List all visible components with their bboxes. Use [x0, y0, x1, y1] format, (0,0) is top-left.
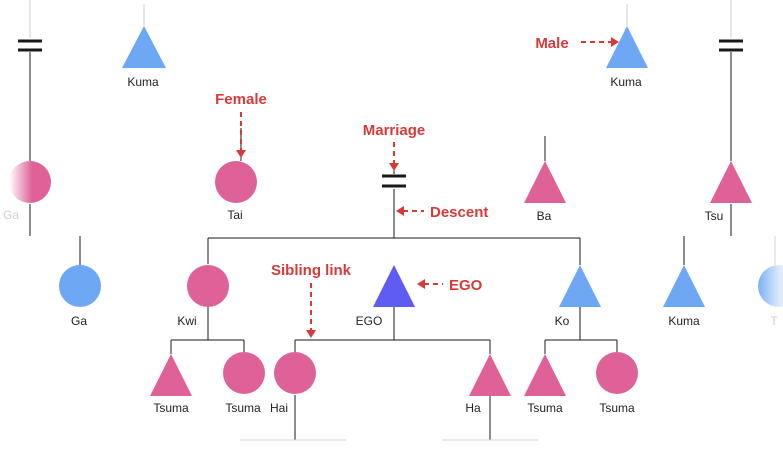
female-triangle-icon: [524, 161, 566, 203]
female-circle-icon: [596, 352, 638, 394]
female-triangle-icon: [524, 354, 566, 396]
person-kuma-top-left[interactable]: Kuma: [122, 26, 166, 89]
person-ego[interactable]: EGO: [356, 265, 415, 328]
arrow-down-icon: [389, 163, 399, 171]
annotation-label: Descent: [430, 204, 488, 221]
male-circle-icon: [758, 265, 783, 307]
arrow-right-icon: [611, 37, 619, 47]
arrow-down-icon: [306, 330, 316, 338]
female-triangle-icon: [150, 354, 192, 396]
person-kwi[interactable]: Kwi: [177, 265, 229, 328]
person-ba[interactable]: Ba: [524, 161, 566, 223]
annotation-label: Male: [535, 35, 568, 52]
kin-lines: [0, 0, 783, 441]
male-triangle-icon: [122, 26, 166, 68]
person-kuma-top-right[interactable]: Kuma: [606, 26, 648, 89]
male-circle-icon: [59, 265, 101, 307]
person-label: Ba: [537, 209, 552, 223]
annotation-descent: Descent: [396, 204, 488, 221]
person-label: EGO: [356, 314, 383, 328]
person-label: Kuma: [610, 75, 642, 89]
person-hai[interactable]: Hai: [270, 352, 316, 415]
annotation-label: EGO: [449, 277, 483, 294]
person-ha[interactable]: Ha: [465, 354, 511, 415]
female-circle-icon: [274, 352, 316, 394]
marriage-symbol-top-right: [719, 39, 743, 52]
person-tsuma-ko-2[interactable]: Tsuma: [596, 352, 638, 415]
annotation-sibling-link: Sibling link: [271, 262, 352, 338]
male-triangle-icon: [559, 265, 601, 307]
annotation-marriage: Marriage: [363, 122, 426, 171]
arrow-down-icon: [236, 150, 246, 158]
person-label: T: [770, 314, 778, 328]
arrow-left-icon: [396, 206, 404, 216]
person-label: Tsuma: [527, 401, 563, 415]
female-circle-icon: [9, 161, 51, 203]
person-label: Tai: [227, 208, 242, 222]
arrow-left-icon: [417, 279, 425, 289]
person-label: Kuma: [668, 314, 700, 328]
person-tsu[interactable]: Tsu: [705, 161, 752, 223]
female-triangle-icon: [469, 354, 511, 396]
person-kuma-right[interactable]: Kuma: [663, 265, 705, 328]
annotation-ego: EGO: [417, 277, 483, 294]
person-label: Hai: [270, 401, 288, 415]
ego-triangle-icon: [373, 265, 415, 307]
female-circle-icon: [223, 352, 265, 394]
person-label: Tsuma: [225, 401, 261, 415]
annotation-label: Female: [215, 91, 267, 108]
person-tai[interactable]: Tai: [215, 161, 257, 222]
male-triangle-icon: [606, 26, 648, 68]
person-label: Ha: [465, 401, 481, 415]
female-triangle-icon: [710, 161, 752, 203]
annotation-male: Male: [535, 35, 619, 52]
person-tsuma-kwi-2[interactable]: Tsuma: [223, 352, 265, 415]
person-tsuma-kwi-1[interactable]: Tsuma: [150, 354, 192, 415]
person-label: Tsuma: [599, 401, 635, 415]
annotation-label: Sibling link: [271, 262, 352, 279]
person-label: Tsuma: [153, 401, 189, 415]
person-ko[interactable]: Ko: [555, 265, 601, 328]
person-label: Tsu: [705, 209, 724, 223]
marriage-symbol-top-left: [18, 39, 42, 52]
annotation-female: Female: [215, 91, 267, 158]
person-ga[interactable]: Ga: [59, 265, 101, 328]
male-triangle-icon: [663, 265, 705, 307]
person-tsuma-ko-1[interactable]: Tsuma: [524, 354, 566, 415]
person-label: Kuma: [127, 75, 159, 89]
person-t-right[interactable]: T: [758, 265, 783, 328]
person-ga-left[interactable]: Ga: [3, 161, 51, 222]
female-circle-icon: [187, 265, 229, 307]
person-label: Ga: [71, 314, 87, 328]
person-label: Ga: [3, 208, 19, 222]
marriage-symbol-ego-parents: [382, 174, 406, 188]
annotation-label: Marriage: [363, 122, 426, 139]
person-label: Kwi: [177, 314, 196, 328]
person-label: Ko: [555, 314, 570, 328]
female-circle-icon: [215, 161, 257, 203]
